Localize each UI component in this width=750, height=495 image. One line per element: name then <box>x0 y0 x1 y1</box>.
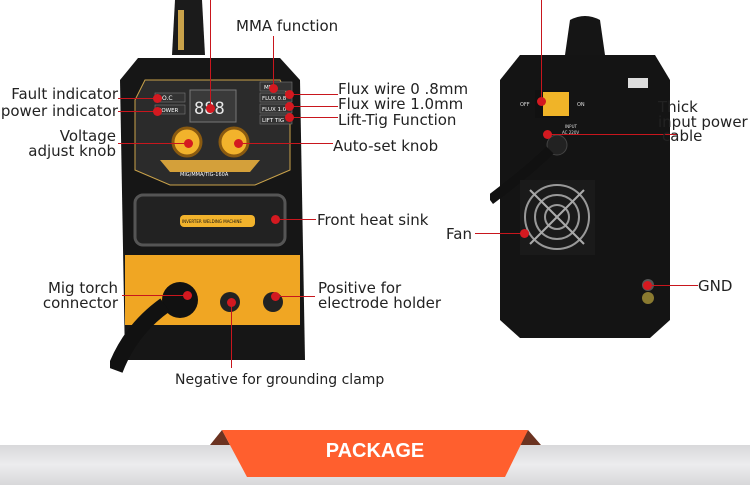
off-text: OFF <box>520 102 530 108</box>
plate-text: INVERTER WELDING MACHINE <box>182 219 242 224</box>
lift-tig-button-text: LIFT TIG <box>262 118 284 124</box>
label-lift-tig: Lift-Tig Function <box>338 111 457 129</box>
power-indicator-text: POWER <box>158 108 179 114</box>
label-voltage-1: Voltage <box>59 127 116 145</box>
package-title: PACKAGE <box>325 440 425 462</box>
label-heat-sink: Front heat sink <box>317 211 429 229</box>
input-voltage-text: AC 220V <box>562 130 579 135</box>
label-positive-2: electrode holder <box>318 294 442 312</box>
oc-indicator-text: O.C <box>162 95 173 102</box>
on-text: ON <box>577 102 585 108</box>
label-positive-1: Positive for <box>318 279 402 297</box>
input-text: INPUT <box>565 124 578 129</box>
label-mig-2: connector <box>42 294 118 312</box>
label-auto-set: Auto-set knob <box>333 137 439 155</box>
label-thick-2: input power <box>658 113 748 131</box>
flux-10-button-text: FLUX 1.0 <box>262 107 287 113</box>
label-flux-10: Flux wire 1.0mm <box>338 95 464 113</box>
label-mma-function: MMA function <box>236 17 339 35</box>
label-negative: Negative for grounding clamp <box>175 372 385 388</box>
label-mig-1: Mig torch <box>47 279 118 297</box>
model-text: MIG/MMA/TIG-160A <box>180 172 229 178</box>
label-thick-3: cable <box>662 127 703 145</box>
label-power-indicator: power indicator <box>0 102 118 120</box>
label-fault-indicator: Fault indicator <box>11 85 118 103</box>
label-flux-08: Flux wire 0 .8mm <box>338 80 469 98</box>
label-thick-1: Thick <box>658 98 698 116</box>
back-welder-image: OFF ON INPUT AC 220V <box>490 16 670 338</box>
flux-08-button-text: FLUX 0.8 <box>262 96 287 102</box>
label-gnd: GND <box>698 277 733 295</box>
label-voltage-2: adjust knob <box>28 142 116 160</box>
front-welder-image: 888 O.C POWER MMA FLUX 0.8 FLUX 1.0 LIFT… <box>110 0 305 373</box>
label-fan: Fan <box>446 225 472 243</box>
